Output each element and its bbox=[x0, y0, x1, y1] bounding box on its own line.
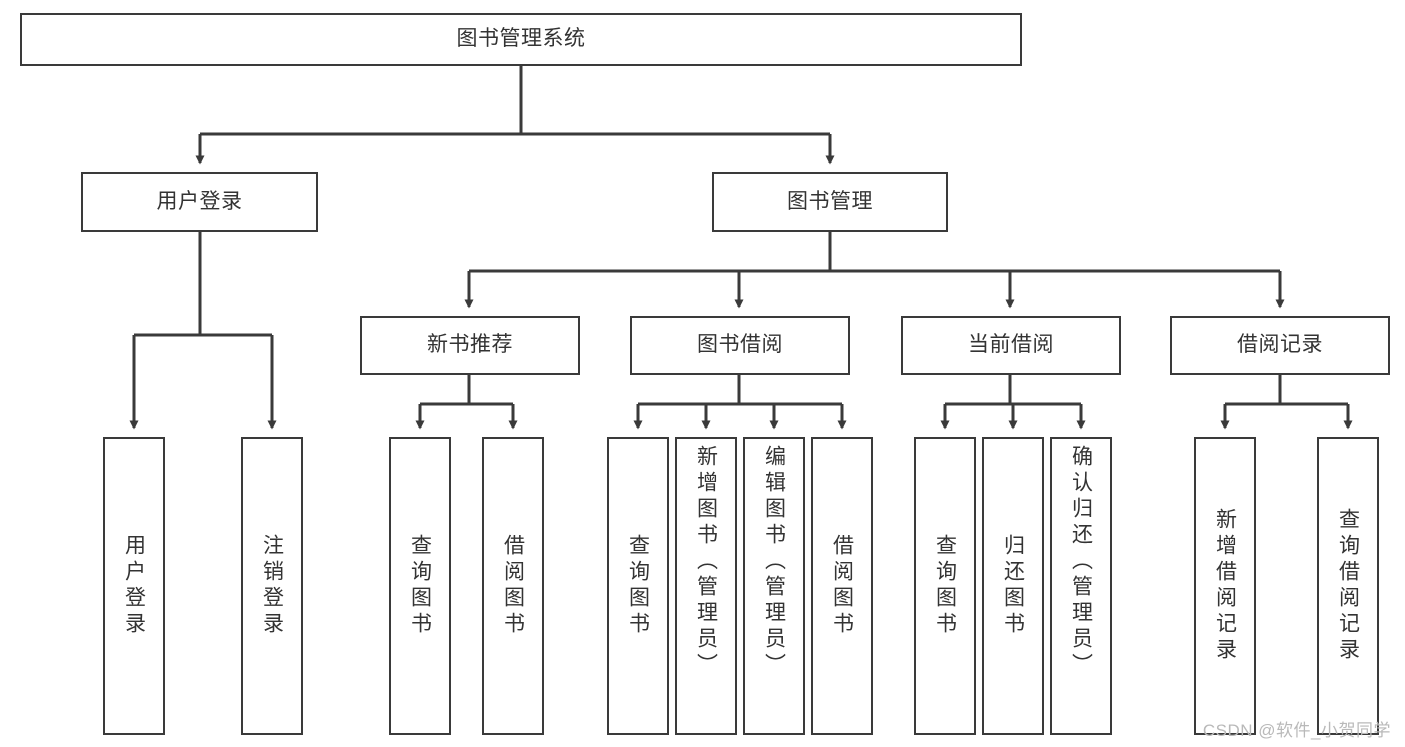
node-label: 查询借阅记录 bbox=[1336, 508, 1360, 664]
leaf-return-books[interactable]: 归还图书 bbox=[982, 437, 1044, 735]
node-book-borrowing[interactable]: 图书借阅 bbox=[630, 316, 850, 375]
node-label: 查询图书 bbox=[626, 534, 650, 638]
leaf-query-borrow-record[interactable]: 查询借阅记录 bbox=[1317, 437, 1379, 735]
node-label: 借阅图书 bbox=[830, 534, 854, 638]
csdn-watermark: CSDN @软件_小贺同学 bbox=[1202, 721, 1391, 740]
node-label: 编辑图书（管理员） bbox=[762, 445, 786, 679]
node-label: 图书借阅 bbox=[697, 333, 783, 357]
leaf-borrow-books-new[interactable]: 借阅图书 bbox=[482, 437, 544, 735]
node-label: 查询图书 bbox=[408, 534, 432, 638]
leaf-edit-book-admin[interactable]: 编辑图书（管理员） bbox=[743, 437, 805, 735]
leaf-logout[interactable]: 注销登录 bbox=[241, 437, 303, 735]
node-label: 用户登录 bbox=[122, 534, 146, 638]
leaf-query-books-new[interactable]: 查询图书 bbox=[389, 437, 451, 735]
leaf-add-book-admin[interactable]: 新增图书（管理员） bbox=[675, 437, 737, 735]
leaf-add-borrow-record[interactable]: 新增借阅记录 bbox=[1194, 437, 1256, 735]
node-label: 新书推荐 bbox=[427, 333, 513, 357]
node-label: 新增借阅记录 bbox=[1213, 508, 1237, 664]
node-label: 用户登录 bbox=[156, 189, 243, 213]
node-user-login[interactable]: 用户登录 bbox=[81, 172, 318, 232]
leaf-confirm-return-admin[interactable]: 确认归还（管理员） bbox=[1050, 437, 1112, 735]
node-book-management-system[interactable]: 图书管理系统 bbox=[20, 13, 1022, 66]
node-label: 归还图书 bbox=[1001, 534, 1025, 638]
node-label: 图书管理 bbox=[787, 189, 873, 213]
node-label: 借阅图书 bbox=[501, 534, 525, 638]
node-label: 查询图书 bbox=[933, 534, 957, 638]
node-borrowing-records[interactable]: 借阅记录 bbox=[1170, 316, 1390, 375]
node-new-book-recommendation[interactable]: 新书推荐 bbox=[360, 316, 580, 375]
leaf-query-books-borrow[interactable]: 查询图书 bbox=[607, 437, 669, 735]
node-label: 图书管理系统 bbox=[456, 27, 586, 51]
node-label: 当前借阅 bbox=[968, 333, 1054, 357]
node-label: 注销登录 bbox=[260, 534, 284, 638]
node-label: 新增图书（管理员） bbox=[694, 445, 718, 679]
leaf-query-books-current[interactable]: 查询图书 bbox=[914, 437, 976, 735]
node-book-management[interactable]: 图书管理 bbox=[712, 172, 948, 232]
leaf-user-login[interactable]: 用户登录 bbox=[103, 437, 165, 735]
leaf-borrow-books[interactable]: 借阅图书 bbox=[811, 437, 873, 735]
node-label: 借阅记录 bbox=[1237, 333, 1323, 357]
node-label: 确认归还（管理员） bbox=[1069, 445, 1093, 679]
node-current-borrowing[interactable]: 当前借阅 bbox=[901, 316, 1121, 375]
